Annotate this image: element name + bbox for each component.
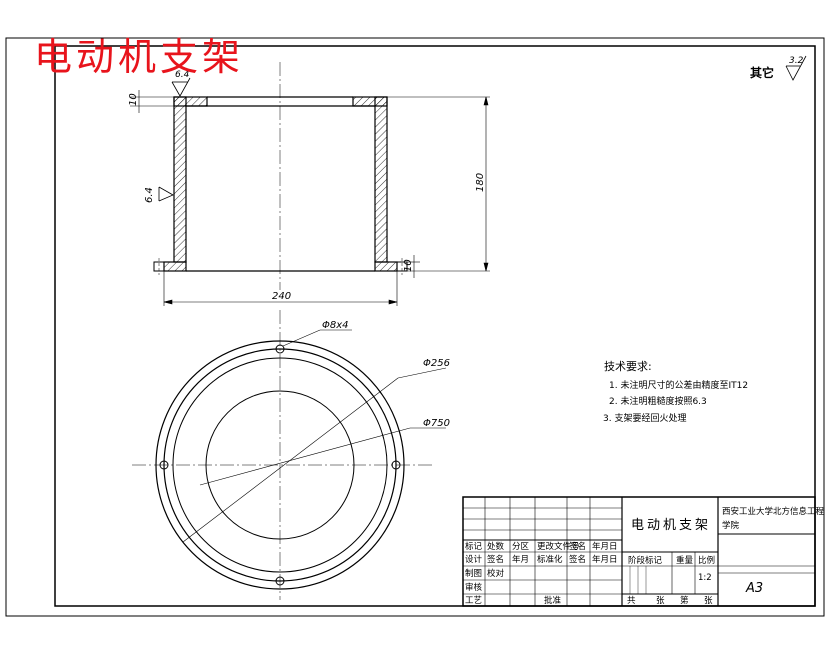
- tb-footer-sheet: 张: [704, 596, 713, 606]
- tb-scale-value: 1:2: [698, 573, 712, 583]
- tb-label-sign: 签名: [569, 541, 586, 552]
- tb-company-line2: 学院: [722, 520, 740, 531]
- tb-footer-no: 第: [680, 595, 689, 606]
- dim-width-text: 240: [272, 291, 291, 302]
- watermark-title: 电动机支架: [34, 35, 245, 79]
- dim-top-thickness: [130, 90, 174, 113]
- tb-label-standard-sign: 签名: [569, 554, 586, 565]
- other-roughness-label: 其它: [750, 65, 774, 80]
- side-section-view: [153, 62, 408, 290]
- tb-label-date: 年月日: [592, 541, 618, 552]
- dim-flange-text: 10: [403, 259, 414, 272]
- tech-note-2: 2. 未注明粗糙度按照6.3: [609, 395, 707, 407]
- roughness-side-icon: [158, 186, 174, 202]
- dim-width: [163, 271, 398, 306]
- roughness-side-value: 6.4: [144, 187, 155, 203]
- dim-top-thickness-text: 10: [128, 93, 139, 106]
- dim-d1-text: Φ256: [423, 358, 450, 369]
- dim-height-text: 180: [475, 173, 486, 192]
- tb-label-zone: 分区: [512, 542, 530, 552]
- tb-footer-sheets: 张: [656, 596, 665, 606]
- tb-label-change-doc: 更改文件号: [537, 541, 580, 552]
- outer-frame: [5, 37, 825, 617]
- tb-label-standard-date: 年月日: [592, 554, 618, 565]
- title-block-grid: [462, 496, 816, 607]
- dim-holes-text: Φ8x4: [322, 320, 349, 331]
- tb-weight-label: 重量: [676, 555, 694, 566]
- dim-height: [387, 96, 490, 272]
- tb-stage-label: 阶段标记: [628, 555, 663, 566]
- inner-frame: [54, 45, 816, 607]
- roughness-symbol-icon: [785, 55, 807, 81]
- plan-dim-leaders: [182, 329, 447, 543]
- tb-part-name: 电动机支架: [631, 518, 711, 533]
- tb-label-drawing: 制图: [465, 568, 482, 579]
- other-roughness-value: 3.2: [789, 56, 804, 66]
- tech-note-1: 1. 未注明尺寸的公差由精度至IT12: [609, 379, 748, 391]
- tb-label-design-sign: 签名: [487, 554, 504, 565]
- tb-label-review: 审核: [465, 582, 483, 593]
- plan-view: [132, 310, 432, 600]
- tb-label-design-date: 年月: [512, 554, 529, 565]
- tb-label-process: 工艺: [465, 596, 482, 606]
- roughness-top-icon: [171, 77, 191, 97]
- tb-sheet-size: A3: [745, 581, 763, 596]
- tech-note-3: 3. 支架要经回火处理: [603, 412, 686, 424]
- tech-notes-title: 技术要求:: [604, 360, 652, 373]
- tb-label-count: 处数: [487, 541, 505, 552]
- tb-company-line1: 西安工业大学北方信息工程: [722, 506, 825, 517]
- tb-scale-label: 比例: [698, 555, 715, 566]
- tb-label-approve: 批准: [544, 595, 562, 606]
- roughness-top-value: 6.4: [175, 70, 190, 80]
- dim-flange: [407, 255, 420, 278]
- tb-label-check: 校对: [487, 568, 505, 579]
- tb-footer-total: 共: [627, 596, 636, 606]
- tb-label-design: 设计: [465, 554, 483, 565]
- tb-label-standard: 标准化: [537, 554, 563, 565]
- tb-label-mark: 标记: [465, 541, 483, 552]
- dim-d2-text: Φ750: [423, 418, 450, 429]
